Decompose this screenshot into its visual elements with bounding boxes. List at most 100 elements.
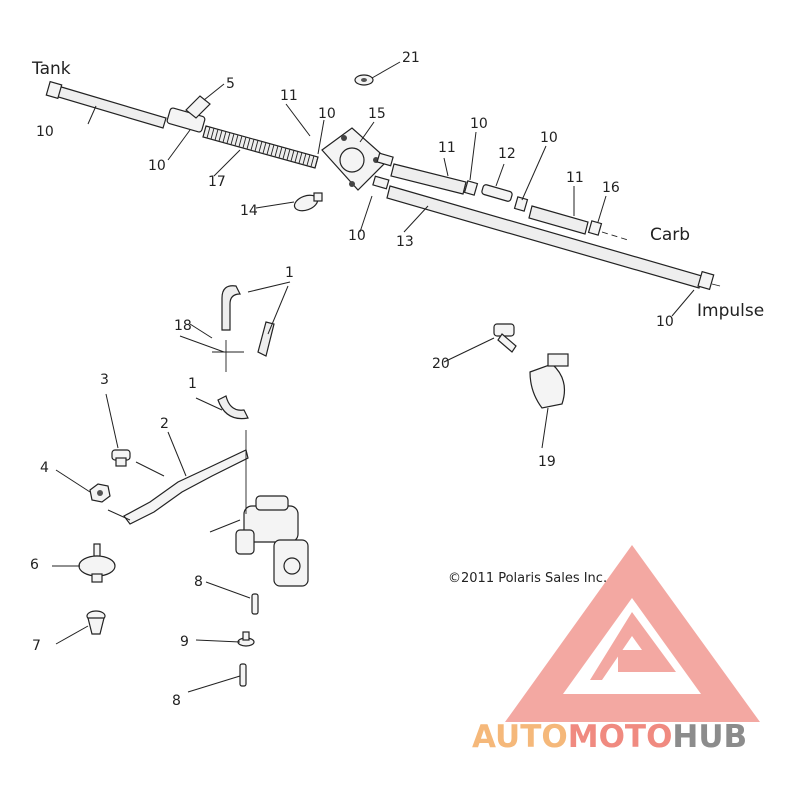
tank-hose (45, 80, 167, 129)
callout-16: 16 (602, 180, 620, 196)
hose-rib (222, 131, 227, 143)
leader-line (189, 323, 213, 339)
hose-rib (274, 145, 279, 157)
impulse-label: Impulse (697, 301, 764, 321)
leader-line (255, 201, 295, 209)
callout-1: 1 (285, 265, 294, 281)
leader-lines (52, 61, 695, 693)
hose-rib (270, 144, 275, 156)
callout-10: 10 (470, 116, 488, 132)
hose-rib (302, 153, 307, 165)
hose-rib (238, 135, 243, 147)
callout-14: 14 (240, 203, 258, 219)
callout-10: 10 (148, 158, 166, 174)
hose-rib (294, 151, 299, 163)
callout-5: 5 (226, 76, 235, 92)
callout-10: 10 (540, 130, 558, 146)
hose-rib (246, 137, 251, 150)
leader-line (213, 149, 241, 177)
callout-19: 19 (538, 454, 556, 470)
shutoff-valve (166, 95, 211, 133)
leader-line (195, 639, 241, 643)
leader-line (317, 119, 325, 155)
copyright-notice: ©2011 Polaris Sales Inc. (448, 571, 607, 586)
hose-rib (218, 130, 223, 142)
brand-logo-triangle (505, 545, 760, 722)
hose-rib (290, 149, 295, 162)
callout-4: 4 (40, 460, 49, 476)
tee-fitting (212, 340, 244, 372)
leader-line (285, 103, 311, 137)
grommet (86, 610, 106, 635)
leader-line (209, 519, 241, 533)
leader-line (179, 335, 225, 353)
callout-20: 20 (432, 356, 450, 372)
brand-hub: HUB (672, 719, 747, 755)
callout-7: 7 (32, 638, 41, 654)
damper-mount (78, 543, 116, 583)
leader-line (267, 285, 289, 335)
washer (354, 74, 374, 86)
callout-10: 10 (348, 228, 366, 244)
hose-rib (314, 156, 319, 168)
leader-line (195, 397, 223, 411)
plug (111, 449, 131, 467)
callout-15: 15 (368, 106, 386, 122)
carb-label: Carb (650, 225, 690, 245)
callout-12: 12 (498, 146, 516, 162)
callout-6: 6 (30, 557, 39, 573)
impulse-hose (386, 185, 721, 291)
leader-line (443, 337, 495, 363)
hose-rib (286, 148, 291, 161)
hose-rib (306, 154, 311, 166)
hose-rib (310, 155, 315, 167)
leader-line (107, 509, 131, 521)
callout-2: 2 (160, 416, 169, 432)
callout-10: 10 (656, 314, 674, 330)
leader-line (671, 289, 695, 317)
leader-line (203, 83, 225, 101)
pin-lower (239, 663, 247, 687)
leader-line (521, 145, 547, 201)
callout-11: 11 (566, 170, 584, 186)
carburetor (235, 430, 309, 587)
hose-rib (278, 146, 283, 158)
leader-line (403, 205, 429, 233)
callout-9: 9 (180, 634, 189, 650)
callout-10: 10 (36, 124, 54, 140)
hose-rib (206, 126, 211, 139)
hose-rib (262, 142, 267, 154)
carb-hose-upper (390, 163, 629, 241)
callout-18: 18 (174, 318, 192, 334)
callout-8: 8 (194, 574, 203, 590)
callout-3: 3 (100, 372, 109, 388)
callout-17: 17 (208, 174, 226, 190)
callout-13: 13 (396, 234, 414, 250)
hose-rib (230, 133, 235, 145)
leader-line (135, 461, 165, 477)
leader-line (469, 131, 477, 181)
leader-line (205, 581, 251, 599)
hose-rib (226, 132, 231, 144)
hose-rib (282, 147, 287, 160)
hose-rib (266, 143, 271, 155)
hose-rib (298, 152, 303, 164)
mounting-bracket (123, 449, 249, 525)
leader-line (55, 625, 89, 645)
nut (89, 483, 111, 503)
hose-rib (234, 134, 239, 146)
hose-rib (214, 129, 219, 141)
clip (237, 631, 255, 647)
leader-line (359, 121, 375, 143)
brand-moto: MOTO (568, 719, 673, 755)
primer-bulb (293, 192, 323, 212)
fuel-pump (321, 127, 394, 191)
hose-rib (210, 127, 215, 140)
callout-21: 21 (402, 50, 420, 66)
leader-line (247, 281, 291, 293)
hose-rib (242, 136, 247, 149)
leader-line (187, 675, 241, 693)
hose-clamp (529, 353, 569, 409)
leader-line (87, 105, 97, 125)
